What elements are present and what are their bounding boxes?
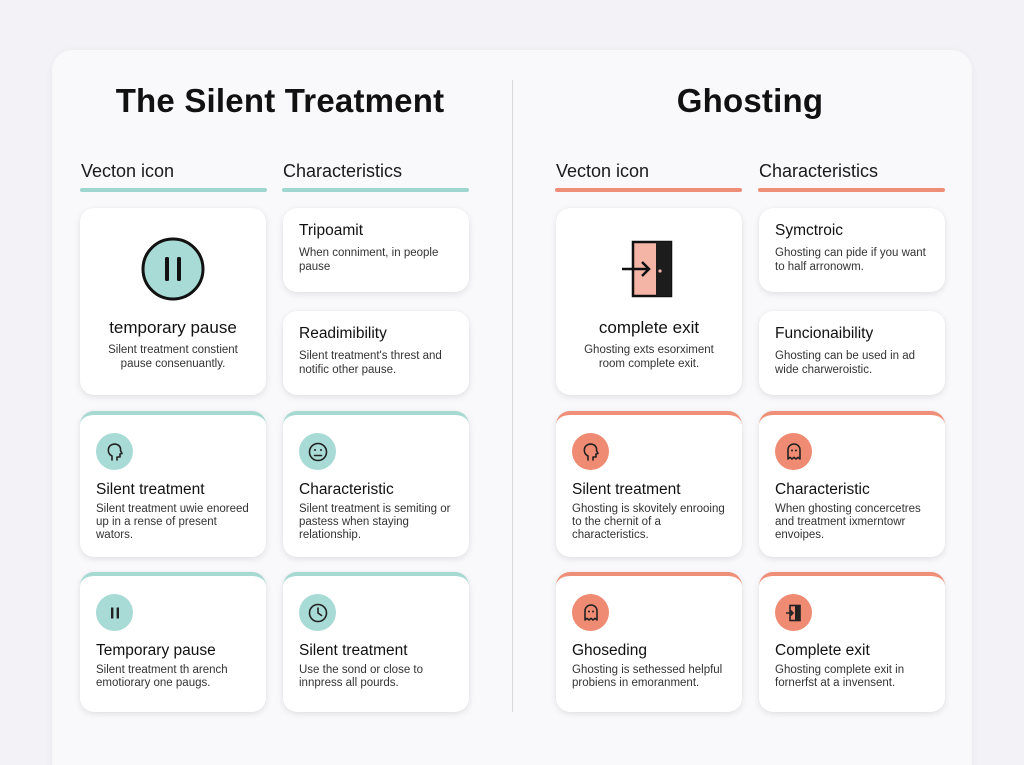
- right-char-card-2-title: Funcionaibility: [775, 325, 874, 342]
- right-grid-card-3-desc: Ghosting is sethessed helpful probiens i…: [572, 664, 723, 689]
- left-col-header-char-label: Characteristics: [283, 161, 403, 181]
- left-grid-card-4-desc: Use the sond or close to innpress all po…: [299, 664, 424, 689]
- right-col-rule-char: [758, 188, 945, 192]
- right-grid-card-1-desc: Ghosting is skovitely enrooing to the ch…: [572, 503, 725, 541]
- center-divider: [512, 80, 513, 712]
- neutral-face-icon: [299, 433, 336, 470]
- right-title: Ghosting: [676, 82, 824, 119]
- left-grid-card-4[interactable]: Silent treatment Use the sond or close t…: [283, 572, 469, 712]
- left-grid-card-1[interactable]: Silent treatment Silent treatment uwie e…: [80, 411, 266, 557]
- right-char-card-2-desc: Ghosting can be used in ad wide charwero…: [775, 350, 916, 376]
- right-col-header-char: Characteristics: [758, 160, 945, 192]
- left-grid-card-2-desc: Silent treatment is semiting or pastess …: [299, 503, 451, 541]
- right-grid-card-1-title: Silent treatment: [572, 481, 681, 498]
- right-char-card-1-title: Symctroic: [775, 222, 844, 239]
- left-col-header-icon-label: Vecton icon: [81, 161, 175, 181]
- left-col-header-char: Characteristics: [282, 160, 469, 192]
- left-grid-card-3-desc: Silent treatment th arench emotiorary on…: [96, 664, 228, 689]
- right-grid-card-4-desc: Ghosting complete exit in fornerfst at a…: [775, 664, 905, 689]
- right-grid-card-2-title: Characteristic: [775, 481, 870, 498]
- right-grid-card-3[interactable]: Ghoseding Ghosting is sethessed helpful …: [556, 572, 742, 712]
- left-grid-card-4-title: Silent treatment: [299, 642, 408, 659]
- head-profile-icon: [572, 433, 609, 470]
- right-grid-card-1[interactable]: Silent treatment Ghosting is skovitely e…: [556, 411, 742, 557]
- pause-icon: [96, 594, 133, 631]
- door-exit-icon: [622, 240, 673, 298]
- left-char-card-2[interactable]: Readimibility Silent treatment's threst …: [283, 311, 469, 395]
- left-col-rule-icon: [80, 188, 267, 192]
- left-grid-card-2-title: Characteristic: [299, 481, 394, 498]
- left-title: The Silent Treatment: [115, 82, 445, 119]
- left-grid-card-3-title: Temporary pause: [96, 642, 216, 659]
- right-grid-card-4[interactable]: Complete exit Ghosting complete exit in …: [759, 572, 945, 712]
- right-char-card-1-desc: Ghosting can pide if you want to half ar…: [775, 247, 926, 273]
- left-char-card-2-desc: Silent treatment's threst and notific ot…: [299, 350, 442, 376]
- right-grid-card-4-title: Complete exit: [775, 642, 870, 659]
- left-col-rule-char: [282, 188, 469, 192]
- right-col-header-icon: Vecton icon: [555, 160, 742, 192]
- right-grid-card-2-desc: When ghosting concercetres and treatment…: [775, 503, 921, 541]
- right-big-card-desc: Ghosting exts esorximent room complete e…: [584, 344, 714, 370]
- left-grid-card-3[interactable]: Temporary pause Silent treatment th aren…: [80, 572, 266, 712]
- pause-circle-icon: [141, 237, 205, 301]
- left-big-card-title: temporary pause: [109, 318, 237, 337]
- clock-icon: [299, 594, 336, 631]
- left-grid-card-1-title: Silent treatment: [96, 481, 205, 498]
- right-grid-card-2[interactable]: Characteristic When ghosting concercetre…: [759, 411, 945, 557]
- left-char-card-1-title: Tripoamit: [299, 222, 364, 239]
- right-char-card-1[interactable]: Symctroic Ghosting can pide if you want …: [759, 208, 945, 292]
- left-char-card-2-title: Readimibility: [299, 325, 387, 342]
- left-grid-card-1-desc: Silent treatment uwie enoreed up in a re…: [96, 503, 249, 541]
- door-exit-icon: [775, 594, 812, 631]
- right-col-rule-icon: [555, 188, 742, 192]
- head-profile-icon: [96, 433, 133, 470]
- right-grid-card-3-title: Ghoseding: [572, 642, 647, 659]
- left-big-card[interactable]: temporary pause Silent treatment constie…: [80, 208, 266, 395]
- ghost-icon: [775, 433, 812, 470]
- left-char-card-1[interactable]: Tripoamit When conniment, in people paus…: [283, 208, 469, 292]
- right-col-header-char-label: Characteristics: [759, 161, 879, 181]
- left-char-card-1-desc: When conniment, in people pause: [299, 247, 439, 273]
- ghost-icon: [572, 594, 609, 631]
- left-big-card-desc: Silent treatment constient pause consenu…: [108, 344, 238, 370]
- right-big-card-title: complete exit: [598, 318, 700, 337]
- left-col-header-icon: Vecton icon: [80, 160, 267, 192]
- right-big-card[interactable]: complete exit Ghosting exts esorximent r…: [556, 208, 742, 395]
- right-col-header-icon-label: Vecton icon: [556, 161, 650, 181]
- left-grid-card-2[interactable]: Characteristic Silent treatment is semit…: [283, 411, 469, 557]
- right-char-card-2[interactable]: Funcionaibility Ghosting can be used in …: [759, 311, 945, 395]
